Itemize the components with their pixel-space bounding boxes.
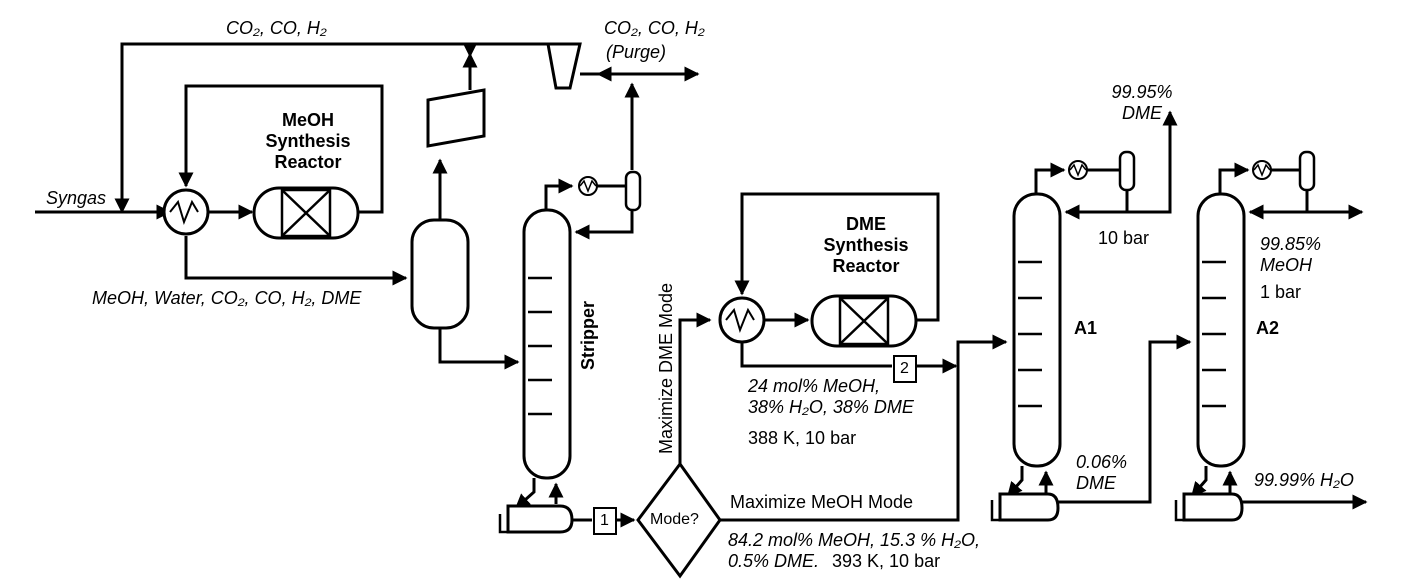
marker-2-box — [893, 355, 917, 383]
a2-label: A2 — [1256, 318, 1280, 338]
meoh-mode-stream-label: 84.2 mol% MeOH, 15.3 % H₂O, 0.5% DME. — [728, 530, 980, 571]
stripper-label: Stripper — [578, 300, 598, 370]
dme-hx-outlet — [740, 342, 892, 368]
stripper-reboiler — [506, 504, 574, 534]
meoh-mode-label: Maximize MeOH Mode — [730, 492, 914, 512]
a1-reflux-drum — [1118, 150, 1136, 192]
a2-reboiler — [1182, 492, 1244, 522]
dme-reactor-outlet-label: 24 mol% MeOH, 38% H₂O, 38% DME — [748, 376, 914, 417]
recycle-compressor — [546, 42, 582, 90]
mode-decision — [636, 461, 722, 579]
marker-2-label: 2 — [900, 360, 909, 377]
water-product-label: 99.99% H₂O — [1254, 470, 1354, 490]
a1-bottoms-label: 0.06% DME — [1076, 452, 1128, 493]
a2-to-reboiler — [1190, 466, 1208, 498]
a1-column — [1012, 192, 1062, 468]
meoh-mode-path — [720, 334, 1008, 522]
syngas-label: Syngas — [46, 188, 107, 208]
dme-reactor-cond-label: 388 K, 10 bar — [748, 428, 857, 448]
dme-mode-label: Maximize DME Mode — [656, 282, 676, 454]
purge-label: (Purge) — [606, 42, 667, 62]
stripper-reflux-drum — [624, 170, 642, 212]
stripper-column — [522, 208, 572, 480]
a1-pressure-label: 10 bar — [1098, 228, 1150, 248]
a2-column — [1196, 192, 1246, 468]
dme-reactor-label: DME Synthesis Reactor — [823, 214, 909, 276]
meoh-product-label: 99.85% MeOH — [1260, 234, 1322, 275]
meoh-mode-cond-label: 393 K, 10 bar — [832, 551, 941, 571]
a1-bottoms-to-a2 — [1058, 334, 1192, 504]
a1-to-reboiler — [1006, 466, 1024, 498]
stripper-overhead — [544, 178, 574, 210]
stripper-to-reboiler — [514, 478, 536, 510]
marker-1-label: 1 — [600, 512, 609, 529]
meoh-reactor-label: MeOH Synthesis Reactor — [265, 110, 351, 172]
a2-overhead — [1218, 162, 1250, 194]
a1-reboiler — [998, 492, 1060, 522]
reactor-outlet-label: MeOH, Water, CO₂, CO, H₂, DME — [92, 288, 362, 308]
flash-to-stripper — [438, 328, 520, 370]
recycle-gas-line — [114, 42, 548, 214]
a1-reflux — [1064, 190, 1129, 220]
a1-overhead — [1034, 162, 1066, 194]
recycle-gas-label: CO₂, CO, H₂ — [226, 18, 327, 38]
a1-label: A1 — [1074, 318, 1098, 338]
dme-recycle-loop — [734, 192, 940, 322]
dme-mode-path — [678, 312, 712, 464]
hx-to-flash — [184, 236, 408, 286]
a2-pressure-label: 1 bar — [1260, 282, 1302, 302]
meoh-heat-exchanger — [162, 188, 210, 236]
purge-gas-label: CO₂, CO, H₂ — [604, 18, 705, 38]
reactor-recycle-loop — [178, 84, 384, 214]
flash-drum — [410, 218, 470, 330]
stripper-reflux — [574, 210, 634, 240]
gas-compressor — [426, 88, 486, 148]
decision-label: Mode? — [650, 511, 699, 528]
a1-dme-product — [1127, 110, 1178, 214]
a2-reflux-drum — [1298, 150, 1316, 192]
dme-product-label: 99.95% DME — [1111, 82, 1173, 123]
